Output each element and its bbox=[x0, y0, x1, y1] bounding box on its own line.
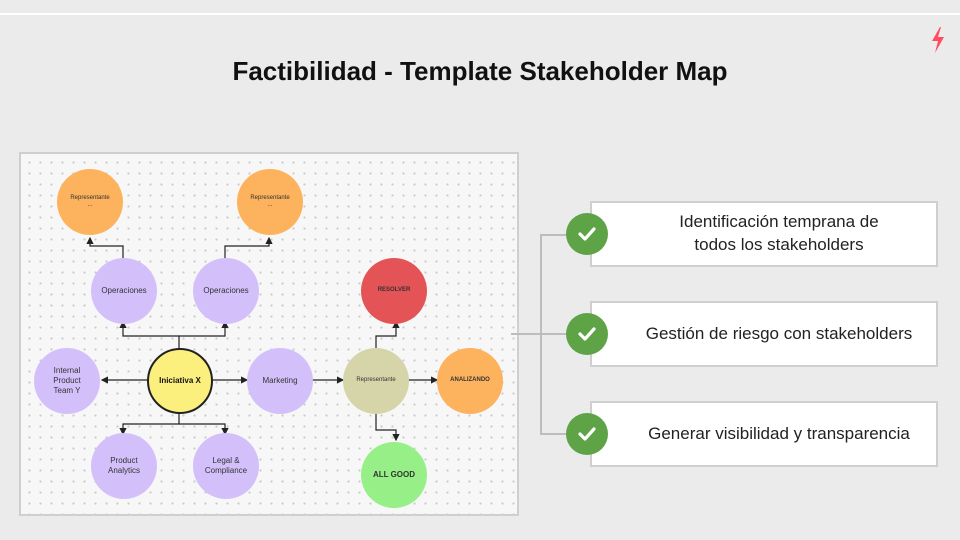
node-representante-status: Representante bbox=[343, 348, 409, 414]
benefit-card-identificacion: Identificación temprana de todos los sta… bbox=[590, 201, 938, 267]
node-internal-product-team: Internal Product Team Y bbox=[34, 348, 100, 414]
node-operaciones-right: Operaciones bbox=[193, 258, 259, 324]
stakeholder-map-board: Representante ... Representante ... Oper… bbox=[19, 152, 519, 516]
bracket-connector-top bbox=[540, 234, 570, 236]
benefit-card-gestion-riesgo: Gestión de riesgo con stakeholders bbox=[590, 301, 938, 367]
bracket-connector-stem bbox=[511, 333, 541, 335]
benefit-card-visibilidad: Generar visibilidad y transparencia bbox=[590, 401, 938, 467]
node-product-analytics: Product Analytics bbox=[91, 433, 157, 499]
bracket-connector-middle bbox=[540, 333, 570, 335]
check-icon bbox=[566, 413, 608, 455]
slide-title: Factibilidad - Template Stakeholder Map bbox=[232, 56, 728, 86]
bracket-connector-bottom bbox=[540, 433, 570, 435]
node-legal-compliance: Legal & Compliance bbox=[193, 433, 259, 499]
node-representante-left: Representante ... bbox=[57, 169, 123, 235]
node-marketing: Marketing bbox=[247, 348, 313, 414]
check-icon bbox=[566, 313, 608, 355]
connector-lines bbox=[86, 236, 439, 442]
lightning-bolt-icon bbox=[932, 27, 944, 53]
node-iniciativa: Iniciativa X bbox=[147, 348, 213, 414]
check-icon bbox=[566, 213, 608, 255]
node-analizando: ANALIZANDO bbox=[437, 348, 503, 414]
node-all-good: ALL GOOD bbox=[361, 442, 427, 508]
node-operaciones-left: Operaciones bbox=[91, 258, 157, 324]
node-resolver: RESOLVER bbox=[361, 258, 427, 324]
node-representante-right: Representante ... bbox=[237, 169, 303, 235]
top-divider bbox=[0, 13, 960, 15]
